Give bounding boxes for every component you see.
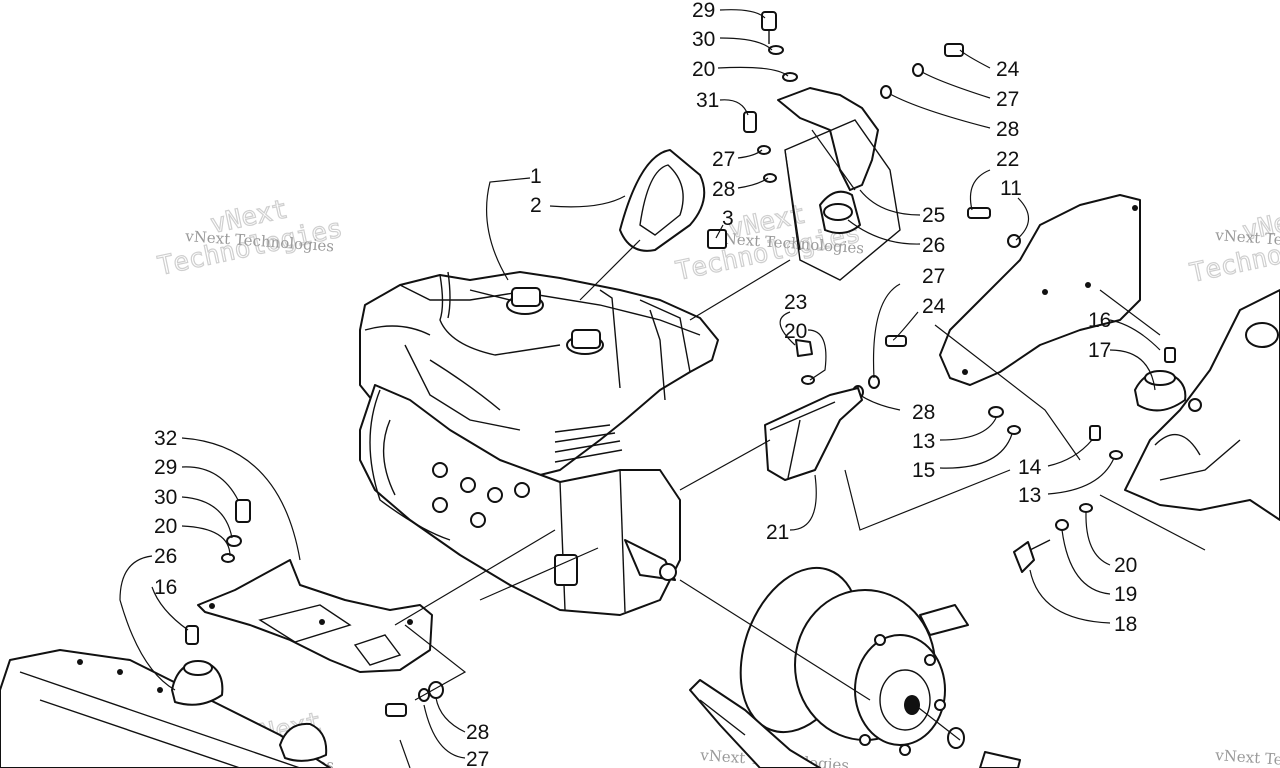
callout-13: 13 <box>1018 484 1041 507</box>
callout-16: 16 <box>154 576 177 599</box>
callout-24: 24 <box>922 295 946 318</box>
right-mount-casting <box>1124 289 1280 521</box>
callout-22: 22 <box>996 148 1019 171</box>
callout-23: 23 <box>784 291 807 314</box>
callout-29: 29 <box>692 0 715 22</box>
callout-19: 19 <box>1114 583 1137 606</box>
lower-frame-rail <box>0 649 331 768</box>
front-engine-bracket <box>764 387 863 481</box>
callout-24: 24 <box>996 58 1020 81</box>
recoil-handle <box>619 149 727 252</box>
callout-3: 3 <box>722 207 734 230</box>
callout-2: 2 <box>530 194 542 217</box>
callout-16: 16 <box>1088 309 1111 332</box>
callout-28: 28 <box>912 401 935 424</box>
callout-28: 28 <box>996 118 1019 141</box>
callout-27: 27 <box>922 265 945 288</box>
callout-14: 14 <box>1018 456 1042 479</box>
callout-20: 20 <box>1114 554 1137 577</box>
callout-29: 29 <box>154 456 177 479</box>
callout-28: 28 <box>466 721 489 744</box>
left-engine-plate <box>197 559 433 673</box>
engine-assembly <box>359 271 719 616</box>
callout-26: 26 <box>922 234 945 257</box>
callout-27: 27 <box>996 88 1019 111</box>
drive-clutch-assembly <box>739 566 946 756</box>
callout-15: 15 <box>912 459 935 482</box>
fasteners <box>185 11 1123 768</box>
callout-28: 28 <box>712 178 735 201</box>
callout-27: 27 <box>712 148 735 171</box>
watermark-text: vNext Technologies <box>1214 746 1280 768</box>
callout-1: 1 <box>530 165 542 188</box>
callout-20: 20 <box>692 58 715 81</box>
rear-rubber-mount <box>1134 347 1187 412</box>
callout-21: 21 <box>766 521 789 544</box>
callout-20: 20 <box>784 320 807 343</box>
chassis-frame-plate <box>939 194 1141 386</box>
leader-lines <box>119 9 1161 768</box>
lower-rubber-mount <box>171 660 328 762</box>
callout-30: 30 <box>154 486 177 509</box>
callout-32: 32 <box>154 427 177 450</box>
drive-belt <box>689 604 969 768</box>
callout-26: 26 <box>154 545 177 568</box>
callout-numbers: 29 30 20 31 27 28 24 27 28 22 11 1 2 3 2… <box>154 0 1137 768</box>
callout-20: 20 <box>154 515 177 538</box>
callout-18: 18 <box>1114 613 1137 636</box>
callout-25: 25 <box>922 204 945 227</box>
callout-17: 17 <box>1088 339 1111 362</box>
callout-11: 11 <box>1000 177 1022 200</box>
callout-31: 31 <box>696 89 719 112</box>
alignment-lines <box>394 129 1206 741</box>
callout-27: 27 <box>466 748 489 768</box>
callout-13: 13 <box>912 430 935 453</box>
callout-30: 30 <box>692 28 715 51</box>
upper-mount-bracket <box>777 87 901 281</box>
